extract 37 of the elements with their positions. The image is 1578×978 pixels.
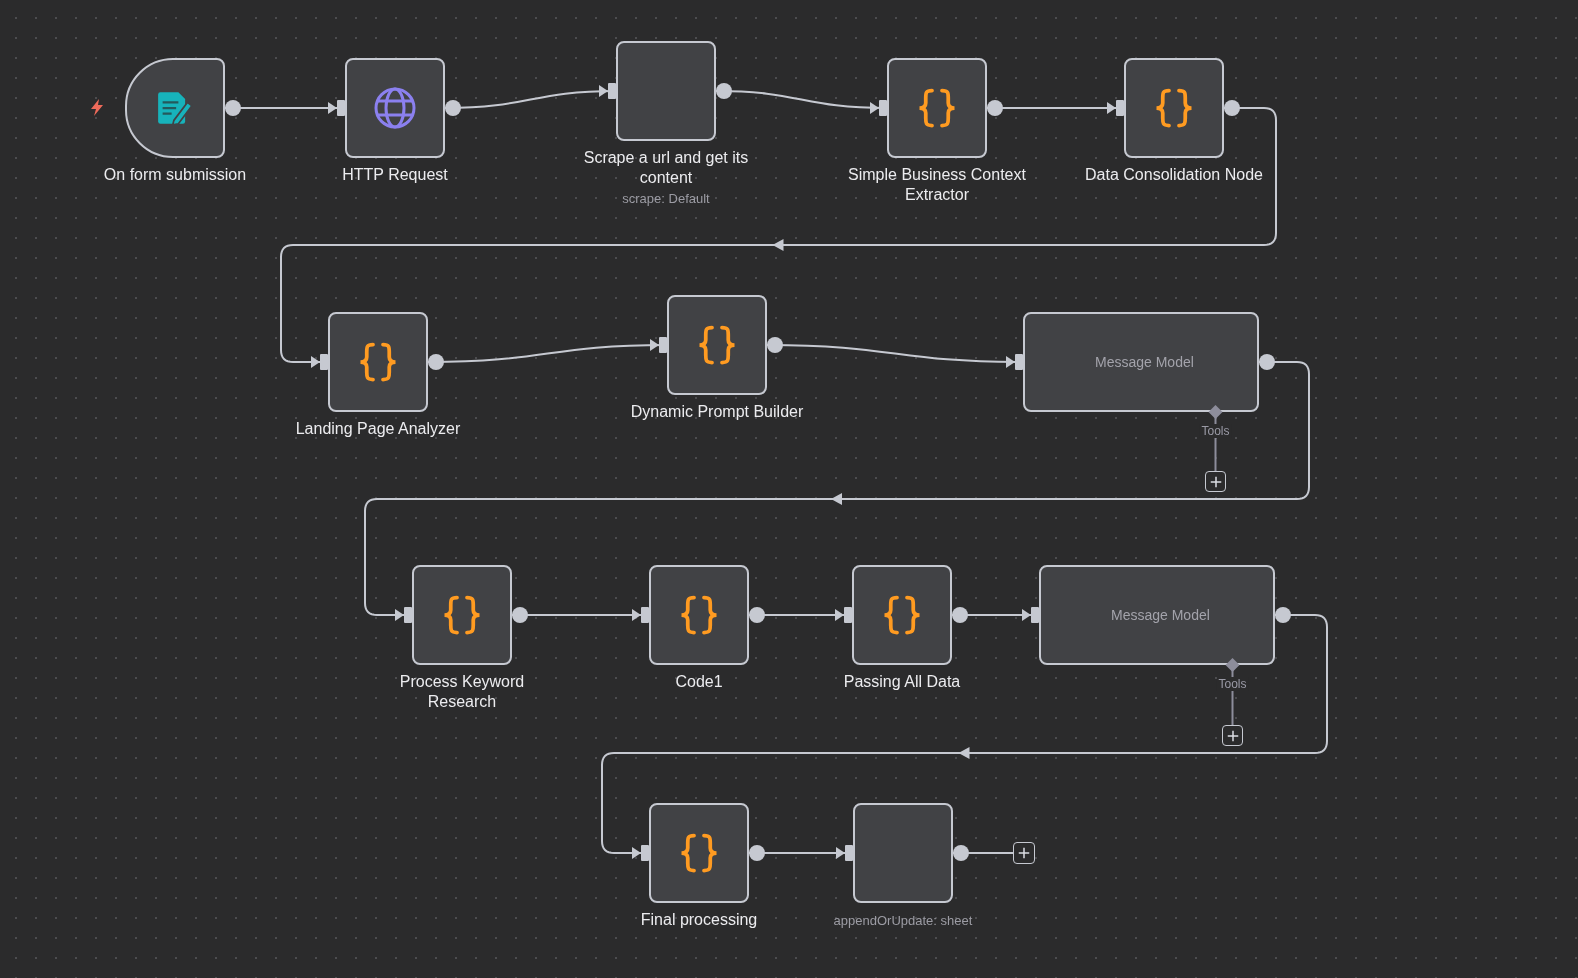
connector — [986, 100, 1125, 116]
connector — [766, 337, 1024, 370]
connector — [511, 607, 650, 623]
connector — [427, 337, 668, 370]
connector — [444, 83, 617, 116]
add-button — [1222, 725, 1243, 746]
connector — [224, 100, 346, 116]
node-label: Simple Business Context Extractor — [847, 165, 1027, 205]
node-subtitle: Message Model — [1095, 353, 1194, 371]
connector — [951, 607, 1040, 623]
node-label: Process Keyword Research — [398, 672, 526, 712]
connector — [364, 354, 1310, 623]
add-button — [1013, 842, 1035, 864]
connector — [952, 845, 1014, 861]
node-subtitle: Message Model — [1111, 606, 1210, 624]
node-label: Passing All Data — [843, 672, 961, 692]
node-label: HTTP Request — [342, 165, 448, 185]
connector — [1208, 405, 1223, 472]
edge-label: Tools — [1199, 423, 1232, 438]
node-label: Data Consolidation Node — [1085, 165, 1263, 185]
edge-label: Tools — [1216, 677, 1249, 692]
connector — [601, 607, 1328, 861]
model-node — [1023, 312, 1259, 412]
node-label: On form submission — [103, 165, 247, 185]
node-label: Landing Page Analyzer — [295, 419, 461, 439]
node-label: Code1 — [675, 672, 723, 692]
connector — [280, 100, 1277, 370]
node-label: Final processing — [640, 910, 758, 930]
model-node — [1039, 565, 1275, 665]
add-button — [1205, 471, 1226, 492]
node-subtitle: appendOrUpdate: sheet — [833, 913, 973, 929]
connector — [748, 607, 853, 623]
connector — [748, 845, 854, 861]
node-label: Dynamic Prompt Builder — [630, 402, 804, 422]
node-subtitle: scrape: Default — [622, 191, 710, 207]
connector — [715, 83, 888, 116]
node-label: Scrape a url and get its content — [582, 148, 750, 188]
